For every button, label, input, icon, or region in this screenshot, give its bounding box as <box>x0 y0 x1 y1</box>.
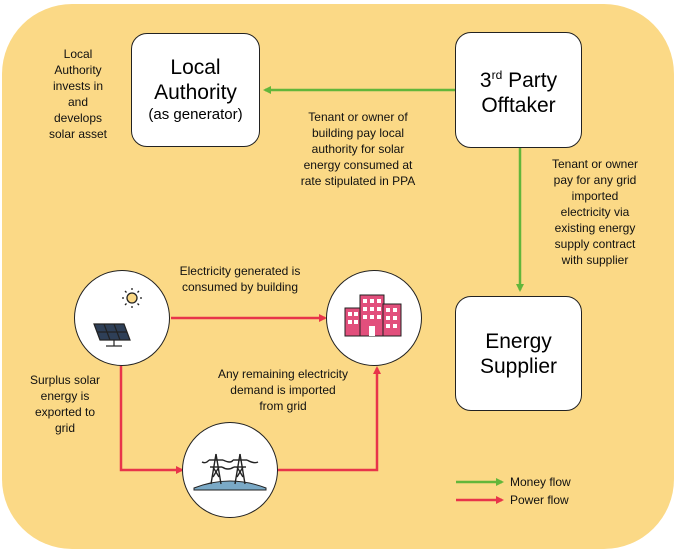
building-icon <box>344 294 401 336</box>
legend-power-label: Power flow <box>510 493 569 507</box>
energy-supplier-line1: Energy <box>485 329 552 353</box>
power-arrow-solar-to-grid <box>119 366 184 474</box>
power-arrow-grid-to-building <box>271 366 381 472</box>
electricity-generated-note: Electricity generated is consumed by bui… <box>179 264 301 294</box>
local-authority-note: Local Authority invests in and develops … <box>48 47 108 141</box>
local-authority-line3: (as generator) <box>148 106 243 123</box>
local-authority-line2: Authority <box>154 81 237 104</box>
tenant-pay-local-note: Tenant or owner of building pay local au… <box>300 110 416 188</box>
tenant-pay-grid-note: Tenant or owner pay for any grid importe… <box>551 157 639 267</box>
solar-panel-sun-icon <box>92 287 142 347</box>
local-authority-box: Local Authority (as generator) <box>131 33 260 147</box>
offtaker-box: 3rd Party Offtaker <box>455 32 582 148</box>
pylon-icon <box>193 453 266 490</box>
energy-supplier-box: Energy Supplier <box>455 296 582 411</box>
solar-node <box>74 270 170 366</box>
legend-money-label: Money flow <box>510 475 571 489</box>
building-node <box>326 270 422 366</box>
local-authority-line1: Local <box>170 56 221 79</box>
offtaker-line1: 3rd Party <box>479 67 558 92</box>
grid-node <box>182 422 278 518</box>
energy-supplier-line2: Supplier <box>479 354 558 378</box>
surplus-solar-note: Surplus solar energy is exported to grid <box>29 373 101 435</box>
offtaker-line2: Offtaker <box>481 93 556 117</box>
remaining-demand-note: Any remaining electricity demand is impo… <box>217 367 349 413</box>
